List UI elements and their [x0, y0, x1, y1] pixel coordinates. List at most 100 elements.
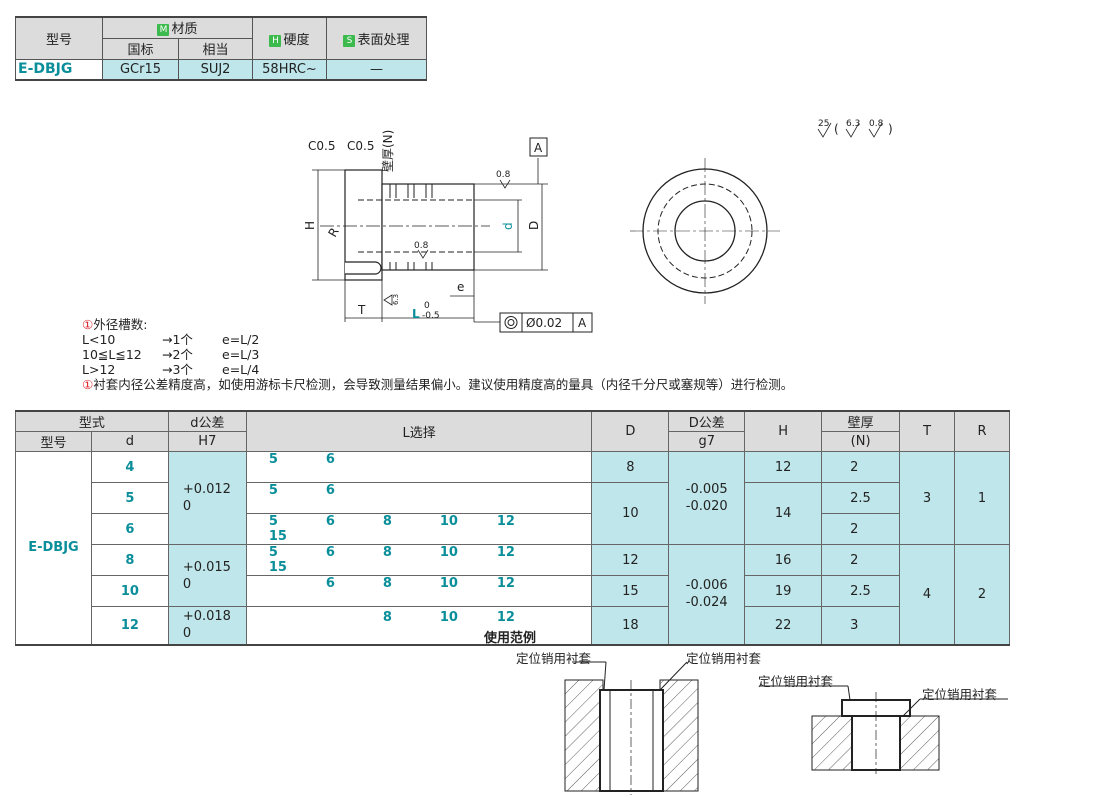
svg-text:6.3: 6.3 [846, 119, 860, 129]
D-value: 18 [591, 606, 670, 645]
surface-value: — [326, 58, 427, 81]
usage-label-4: 定位销用衬套 [922, 687, 998, 702]
svg-text:25: 25 [818, 119, 829, 129]
l-select-header: L选择 [245, 410, 593, 452]
surface-finish-legend: 25 ( 6.3 0.8 ) [817, 119, 893, 138]
concentricity-value: Ø0.02 [526, 316, 562, 330]
R-header: R [954, 410, 1010, 452]
model-header: 型号 [15, 431, 92, 452]
D-tol-grade: g7 [668, 431, 746, 452]
type-header: 型式 [15, 410, 169, 432]
H-header: H [744, 410, 823, 452]
bushing-section-view [320, 169, 490, 281]
note-mark-icon: ① [82, 377, 94, 392]
material-model-header: 型号 [15, 16, 103, 60]
d-value: 12 [90, 606, 169, 645]
usage-example-1 [564, 661, 699, 795]
spec-model: E-DBJG [15, 451, 92, 645]
H-value: 12 [744, 451, 823, 483]
wall-value: 2 [821, 451, 901, 483]
spec-table: 型式 d公差 L选择 D D公差 H 壁厚 T R 型号 d H7 g7 (N)… [15, 410, 1010, 646]
d-value: 5 [90, 482, 169, 514]
concentricity-datum: A [578, 316, 587, 330]
svg-text:(: ( [834, 122, 839, 136]
H-value: 19 [744, 575, 823, 607]
d-header: d [90, 431, 169, 452]
usage-example-2 [760, 685, 1008, 774]
usage-title: 使用范例 [484, 631, 537, 646]
groove-title: 外径槽数: [93, 317, 148, 332]
surface-badge-icon: S [343, 34, 356, 47]
d-tol-c: +0.018 0 [167, 606, 247, 645]
roughness-legend-icon [817, 122, 832, 138]
R-value: 1 [954, 451, 1010, 545]
material-badge-icon: M [157, 24, 170, 37]
d-value: 4 [90, 451, 169, 483]
chamfer-label-1: C0.5 [308, 139, 335, 153]
concentricity-frame [499, 312, 593, 333]
D-tol-header: D公差 [668, 410, 746, 432]
wall-value: 2.5 [821, 575, 901, 607]
svg-text:): ) [888, 122, 893, 136]
roughness-side-label: 6.3 [392, 294, 400, 305]
H-value: 16 [744, 544, 823, 576]
D-value: 10 [591, 482, 670, 545]
dim-L-label: L [412, 307, 420, 321]
R-value: 2 [954, 544, 1010, 645]
d-value: 8 [90, 544, 169, 576]
dim-d-label: d [501, 222, 515, 230]
D-value: 12 [591, 544, 670, 576]
dim-R-label: R [325, 225, 341, 239]
roughness-top-label: 0.8 [496, 170, 511, 180]
hardness-badge-icon: H [269, 34, 282, 47]
datum-box [529, 137, 548, 157]
roughness-bore-label: 0.8 [414, 241, 429, 251]
d-tol-header: d公差 [167, 410, 247, 432]
usage-label-3: 定位销用衬套 [758, 674, 834, 689]
D-header: D [591, 410, 670, 452]
D-value: 8 [591, 451, 670, 483]
d-tol-b: +0.015 0 [167, 544, 247, 607]
dim-L-tol-upper: 0 [424, 301, 430, 311]
datum-label: A [534, 141, 543, 155]
usage-label-1: 定位销用衬套 [516, 651, 592, 666]
H-value: 22 [744, 606, 823, 645]
std-value: GCr15 [102, 58, 179, 81]
D-value: 15 [591, 575, 670, 607]
wall-value: 3 [821, 606, 901, 645]
material-model-value: E-DBJG [15, 58, 103, 81]
dimension-lines [312, 158, 548, 323]
wall-value: 2.5 [821, 482, 901, 514]
equiv-header: 相当 [178, 37, 253, 60]
roughness-side-icon [383, 294, 393, 306]
measurement-warning: 衬套内径公差精度高，如使用游标卡尺检测，会导致测量结果偏小。建议使用精度高的量具… [93, 377, 794, 392]
d-tol-a: +0.012 0 [167, 451, 247, 545]
dim-e-label: e [457, 280, 464, 294]
T-header: T [899, 410, 956, 452]
D-tol-b: -0.006 -0.024 [668, 544, 746, 645]
d-value: 10 [90, 575, 169, 607]
H-value: 14 [744, 482, 823, 545]
roughness-bore-icon [417, 249, 429, 259]
roughness-top-icon [499, 179, 511, 189]
D-tol-a: -0.005 -0.020 [668, 451, 746, 545]
dim-L-tol-lower: -0.5 [422, 311, 440, 321]
